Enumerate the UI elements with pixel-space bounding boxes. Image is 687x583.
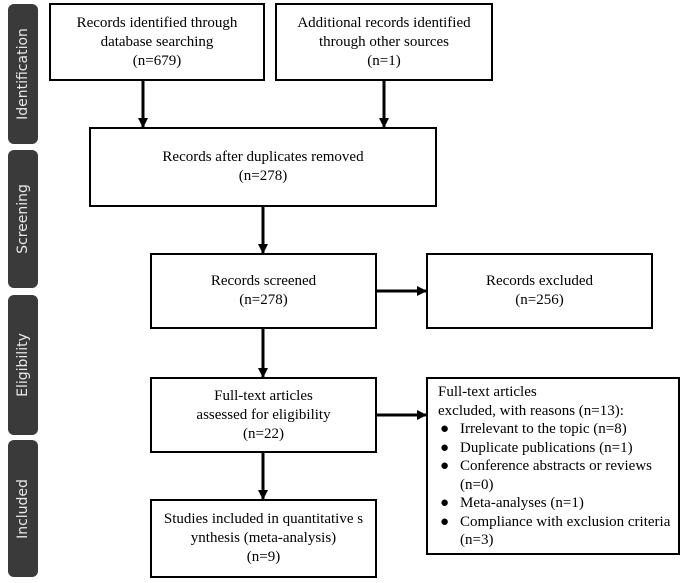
- phase-label-eligibility: Eligibility: [8, 295, 38, 435]
- phase-label-screening: Screening: [8, 150, 38, 288]
- box-line: (n=278): [239, 292, 288, 308]
- exclusion-reason-item: ● Irrelevant to the topic (n=8): [438, 420, 670, 439]
- box-line: Additional records identified: [297, 14, 471, 31]
- box-line: (n=278): [238, 168, 288, 184]
- box-line: database searching: [100, 33, 214, 50]
- box-records-screened: Records screened (n=278): [150, 253, 377, 329]
- excluded-header-line: excluded, with reasons (n=13):: [438, 402, 624, 419]
- exclusion-reason-item: ● Conference abstracts or reviews (n=0): [438, 457, 670, 494]
- box-line: (n=256): [515, 292, 564, 308]
- box-line: Studies included in quantitative s: [163, 511, 364, 527]
- box-line: Records excluded: [485, 273, 594, 289]
- box-fulltext-assessed: Full-text articles assessed for eligibil…: [150, 377, 377, 453]
- bullet-icon: ●: [440, 421, 450, 437]
- excluded-header-line: Full-text articles: [438, 384, 537, 400]
- box-records-excluded: Records excluded (n=256): [426, 253, 653, 329]
- phase-label-included: Included: [8, 440, 38, 577]
- box-line: Full-text articles: [214, 387, 313, 404]
- box-line: (n=22): [243, 425, 284, 442]
- box-line: Records after duplicates removed: [162, 149, 364, 165]
- box-line: (n=1): [367, 52, 401, 69]
- box-line: (n=9): [246, 549, 281, 565]
- box-line: ynthesis (meta-analysis): [190, 530, 337, 546]
- exclusion-reason-text: Irrelevant to the topic (n=8): [460, 421, 627, 437]
- phase-label-identification: Identification: [8, 4, 38, 144]
- box-line: Records identified through: [76, 14, 238, 31]
- box-line: assessed for eligibility: [196, 406, 331, 423]
- box-database-search: Records identified through database sear…: [49, 3, 265, 81]
- exclusion-reason-text: Duplicate publications (n=1): [460, 439, 633, 456]
- exclusion-reason-item: ● Compliance with exclusion criteria (n=…: [438, 513, 670, 550]
- bullet-icon: ●: [440, 458, 450, 474]
- box-line: Records screened: [210, 273, 317, 289]
- exclusion-reason-text: Meta-analyses (n=1): [460, 495, 584, 511]
- box-studies-included: Studies included in quantitative s ynthe…: [150, 499, 377, 578]
- exclusion-reason-text: (n=0): [460, 476, 494, 493]
- exclusion-reasons-list: ● Irrelevant to the topic (n=8) ● Duplic…: [438, 420, 670, 550]
- bullet-icon: ●: [440, 513, 450, 530]
- bullet-icon: ●: [440, 439, 450, 456]
- exclusion-reason-text: (n=3): [460, 532, 494, 548]
- exclusion-reason-text: Compliance with exclusion criteria: [460, 513, 671, 530]
- exclusion-reason-item: ● Duplicate publications (n=1): [438, 439, 670, 458]
- box-after-duplicates: Records after duplicates removed (n=278): [89, 127, 437, 207]
- box-fulltext-excluded: Full-text articles excluded, with reason…: [426, 377, 680, 555]
- bullet-icon: ●: [440, 495, 450, 511]
- box-line: (n=679): [132, 52, 182, 69]
- exclusion-reason-text: Conference abstracts or reviews: [460, 458, 652, 474]
- exclusion-reason-item: ● Meta-analyses (n=1): [438, 494, 670, 513]
- box-line: through other sources: [319, 33, 449, 50]
- box-other-sources: Additional records identified through ot…: [275, 3, 493, 81]
